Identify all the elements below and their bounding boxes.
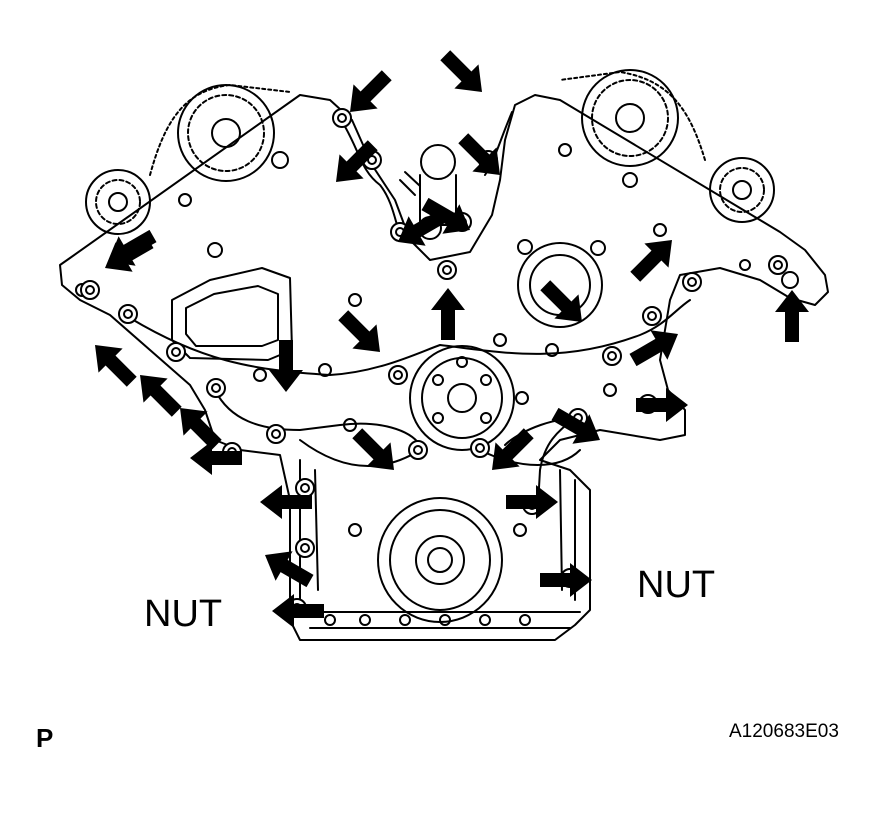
inner-cover-seam — [129, 299, 691, 376]
bolt-center — [300, 483, 310, 493]
bolt-center — [123, 309, 133, 319]
bolt-center — [475, 443, 485, 453]
bolt-center — [393, 370, 403, 380]
arrow-icon — [630, 240, 672, 282]
left-timing-chain — [149, 84, 291, 176]
left-bank-cover-outline — [59, 94, 829, 641]
left-sprocket-lower — [85, 169, 151, 235]
arrow-icon — [265, 551, 314, 588]
left-mounting-pad — [171, 267, 293, 361]
arrow-icon — [260, 485, 312, 519]
arrow-set — [95, 50, 809, 628]
bolt-center — [687, 277, 697, 287]
bolt-center — [300, 543, 310, 553]
arrow-icon — [551, 407, 600, 444]
arrow-icon — [190, 441, 242, 475]
bolt-center — [367, 155, 377, 165]
arrow-icon — [352, 428, 394, 470]
oil-pan-bosses — [324, 614, 531, 626]
bolt-center — [442, 265, 452, 275]
arrow-icon — [636, 388, 688, 422]
arrow-icon — [269, 340, 303, 392]
arrow-icon — [421, 197, 470, 234]
arrow-icon — [95, 345, 137, 387]
arrow-icon — [540, 280, 582, 322]
arrow-icon — [431, 288, 465, 340]
crankshaft-seal — [377, 497, 503, 623]
nut-label-left: NUT — [144, 593, 223, 635]
arrow-icon — [458, 133, 500, 175]
bolt-center — [271, 429, 281, 439]
water-pump-pulley — [409, 345, 515, 451]
bolt-center — [85, 285, 95, 295]
arrow-icon — [775, 290, 809, 342]
arrow-icon — [506, 485, 558, 519]
arrow-icon — [272, 594, 324, 628]
arrow-icon — [180, 408, 222, 450]
figure-id: A120683E03 — [729, 721, 839, 742]
oil-pan-flange — [299, 611, 581, 629]
arrow-icon — [540, 563, 592, 597]
bolt-set — [80, 108, 788, 618]
arrow-icon — [350, 70, 392, 112]
corner-code: P — [36, 723, 54, 753]
arrow-icon — [398, 209, 447, 246]
bolt-center — [171, 347, 181, 357]
cover-holes — [75, 143, 799, 537]
left-sprocket-upper — [177, 84, 275, 182]
bolt-center — [211, 383, 221, 393]
nut-label-right: NUT — [637, 564, 716, 606]
arrow-icon — [338, 310, 380, 352]
arrow-icon — [140, 375, 182, 417]
bolt-center — [647, 311, 657, 321]
bolt-center — [413, 445, 423, 455]
center-rib — [299, 439, 581, 467]
right-sprocket-upper — [581, 69, 679, 167]
left-wire-loom — [339, 117, 401, 236]
right-timing-chain — [559, 71, 706, 161]
right-sprocket-lower — [709, 157, 775, 223]
bolt-center — [773, 260, 783, 270]
arrow-icon — [108, 229, 157, 266]
arrow-icon — [336, 140, 378, 182]
arrow-icon — [440, 50, 482, 92]
bolt-center — [607, 351, 617, 361]
bolt-center — [337, 113, 347, 123]
arrow-icon — [629, 330, 678, 367]
arrow-icon — [492, 428, 534, 470]
